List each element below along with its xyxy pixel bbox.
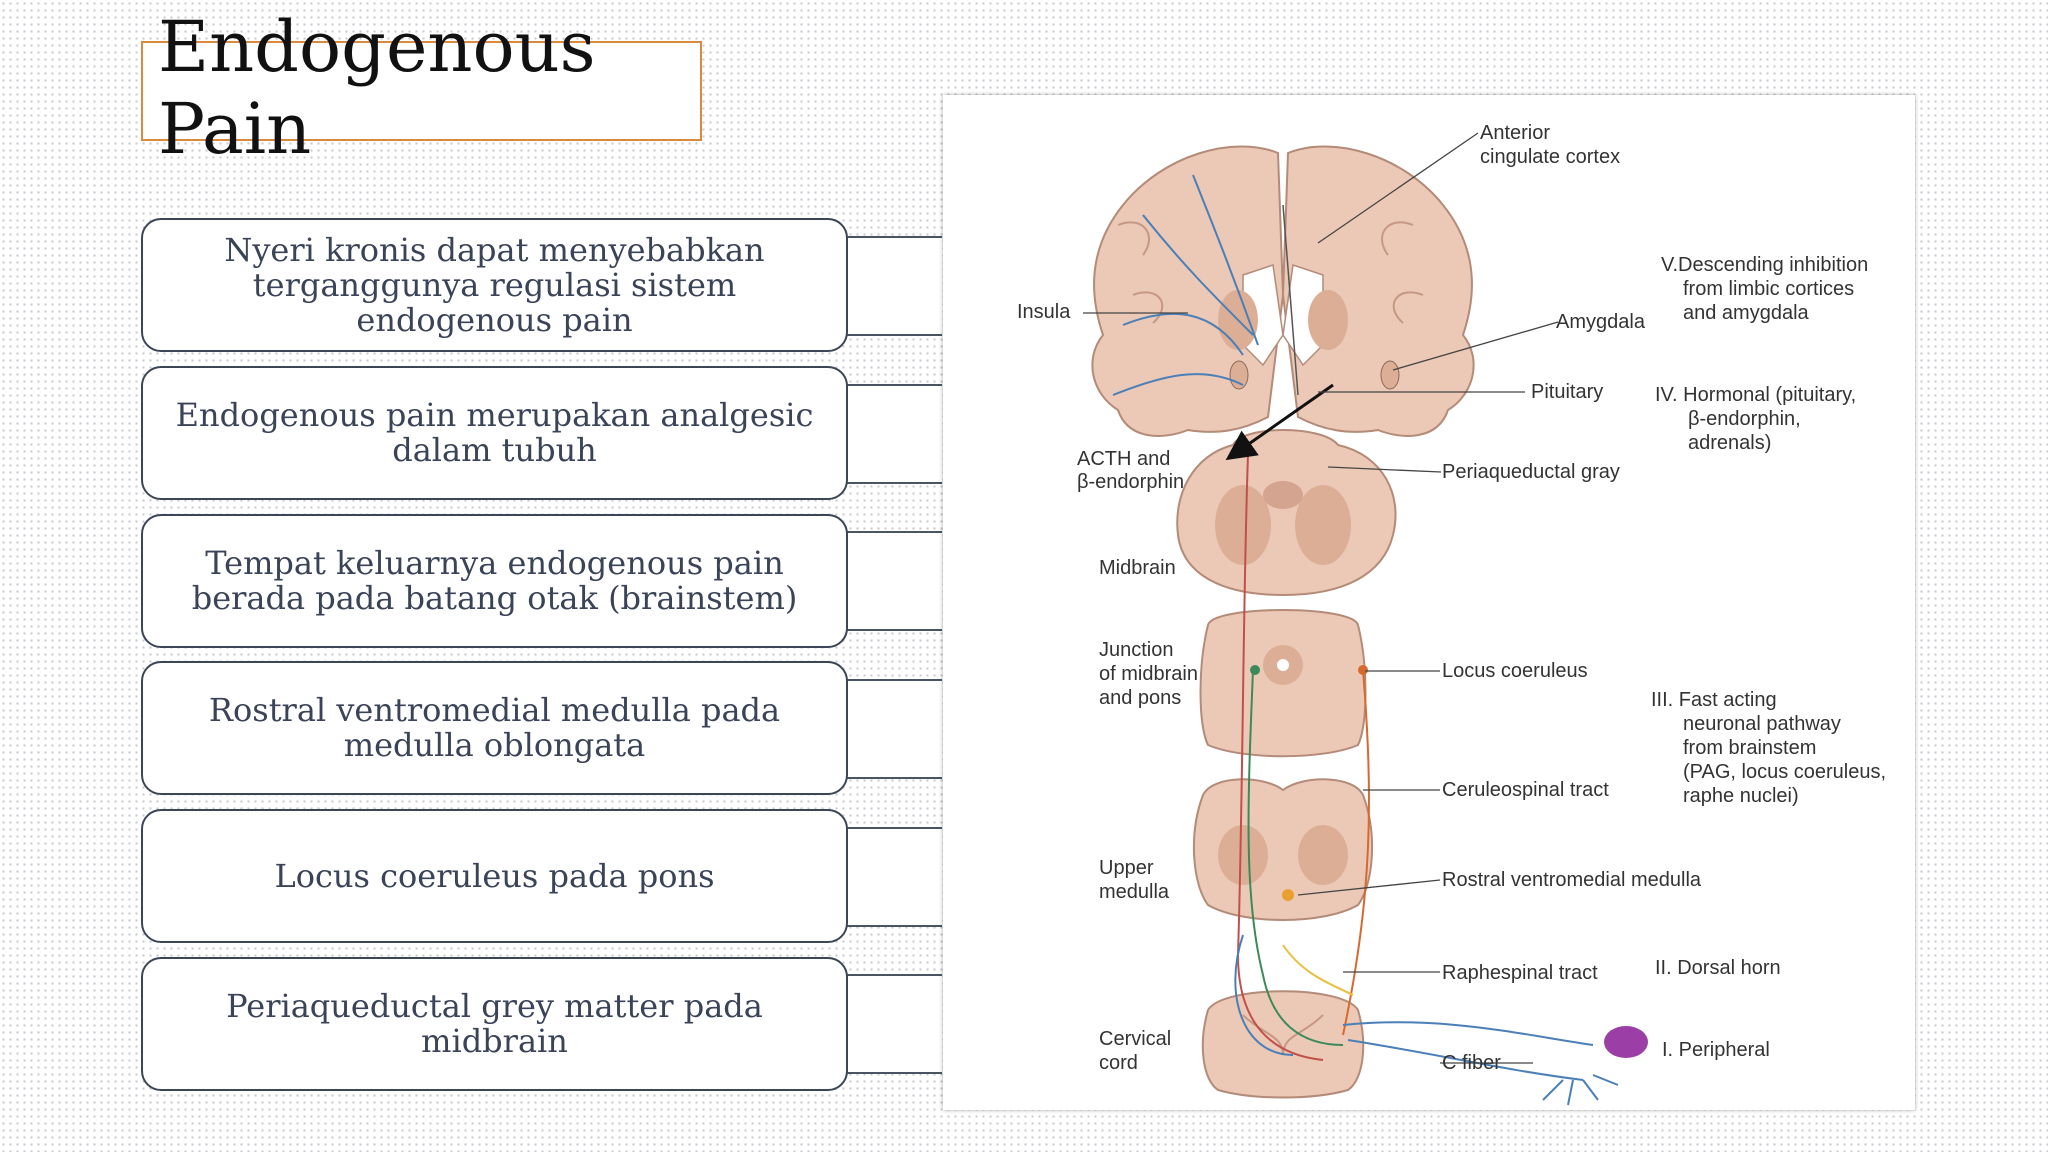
label-insula: Insula	[1017, 301, 1071, 323]
pain-pathway-figure: Anterior cingulate cortex Insula Amygdal…	[943, 95, 1915, 1110]
label-locus: Locus coeruleus	[1442, 660, 1588, 682]
hormone-arrow-icon	[1225, 383, 1334, 461]
label-anterior-2: cingulate cortex	[1480, 146, 1620, 168]
slide-title: Endogenous Pain	[158, 6, 596, 170]
label-pag: Periaqueductal gray	[1442, 461, 1620, 483]
label-raphespinal: Raphespinal tract	[1442, 962, 1598, 984]
label-v-2: from limbic cortices	[1683, 278, 1854, 300]
leader-lines	[1083, 132, 1559, 1064]
label-cervical-1: Cervical	[1099, 1028, 1171, 1050]
brain-section	[1091, 145, 1475, 437]
label-junction-2: of midbrain	[1099, 663, 1198, 685]
label-iv-2: β-endorphin,	[1688, 408, 1801, 430]
label-junction-3: and pons	[1099, 687, 1181, 709]
label-ceruleospinal: Ceruleospinal tract	[1442, 779, 1609, 801]
label-junction-1: Junction	[1099, 639, 1174, 661]
label-cervical-2: cord	[1099, 1052, 1138, 1074]
connector	[846, 384, 942, 484]
connector	[846, 236, 942, 336]
label-i: I. Peripheral	[1662, 1039, 1770, 1061]
list-item-locus-coeruleus: Locus coeruleus pada pons	[141, 809, 848, 943]
label-iv-3: adrenals)	[1688, 432, 1771, 454]
label-anterior-1: Anterior	[1480, 122, 1550, 144]
peripheral-nerve	[1342, 1021, 1648, 1106]
list-item-rvm: Rostral ventromedial medulla pada medull…	[141, 661, 848, 795]
label-midbrain: Midbrain	[1099, 557, 1176, 579]
connector	[846, 531, 942, 631]
connector	[846, 827, 942, 927]
label-iii-5: raphe nuclei)	[1683, 785, 1799, 807]
label-iv-1: IV. Hormonal (pituitary,	[1655, 384, 1856, 406]
label-rvm: Rostral ventromedial medulla	[1442, 869, 1702, 891]
label-iii-1: III. Fast acting	[1651, 689, 1777, 711]
connector	[846, 974, 942, 1074]
label-pituitary: Pituitary	[1531, 381, 1603, 403]
label-v-1: V.Descending inhibition	[1661, 254, 1868, 276]
label-acth-1: ACTH and	[1077, 448, 1170, 470]
label-c-fiber: C fiber	[1442, 1052, 1501, 1074]
pain-pathway-diagram: Anterior cingulate cortex Insula Amygdal…	[1017, 122, 1886, 1106]
label-ii: II. Dorsal horn	[1655, 957, 1781, 979]
connector	[846, 679, 942, 779]
label-iii-4: (PAG, locus coeruleus,	[1683, 761, 1886, 783]
label-acth-2: β-endorphin	[1077, 471, 1184, 493]
list-item-analgesic: Endogenous pain merupakan analgesic dala…	[141, 366, 848, 500]
label-v-3: and amygdala	[1683, 302, 1810, 324]
label-iii-2: neuronal pathway	[1683, 713, 1841, 735]
label-amygdala: Amygdala	[1556, 311, 1646, 333]
list-item-chronic-pain: Nyeri kronis dapat menyebabkan terganggu…	[141, 218, 848, 352]
list-item-pag: Periaqueductal grey matter pada midbrain	[141, 957, 848, 1091]
label-upper-medulla-1: Upper	[1099, 857, 1154, 879]
label-iii-3: from brainstem	[1683, 737, 1816, 759]
brainstem	[1176, 429, 1397, 1099]
list-item-brainstem: Tempat keluarnya endogenous pain berada …	[141, 514, 848, 648]
label-upper-medulla-2: medulla	[1099, 881, 1170, 903]
title-box	[141, 41, 702, 141]
